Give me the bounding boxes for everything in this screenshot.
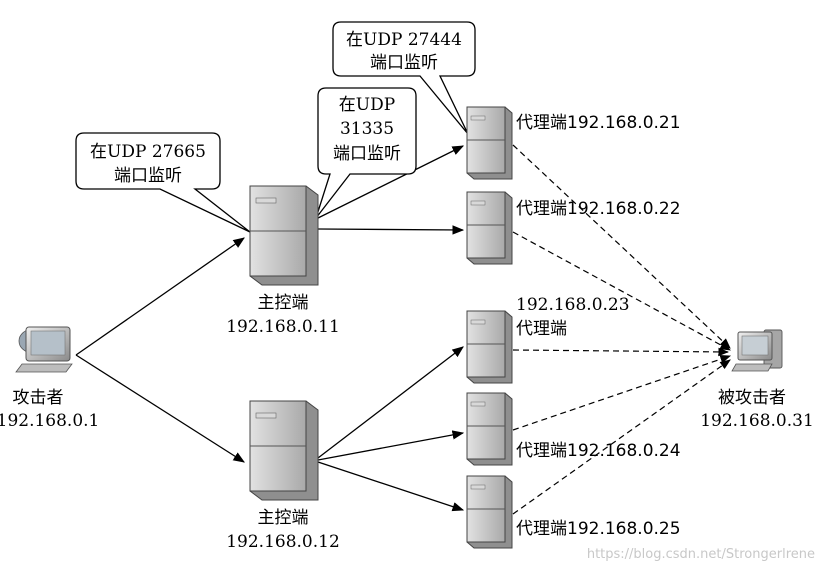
victim-ip: 192.168.0.31 <box>700 411 814 431</box>
agent-23-title: 代理端 <box>516 319 567 339</box>
link-attacker-master2 <box>75 354 245 463</box>
link-master2-agent24 <box>317 430 465 461</box>
agent-server-24-icon <box>466 392 513 466</box>
master-2-title: 主控端 <box>258 508 309 528</box>
attacker-to-master-links <box>75 237 245 463</box>
agent-server-22-icon <box>466 191 513 265</box>
agent-server-21-icon <box>466 106 513 180</box>
master-server-2-icon <box>249 400 319 501</box>
link-master2-agent23 <box>317 346 464 459</box>
attacker-ip: 192.168.0.1 <box>0 411 99 431</box>
link-attacker-master1 <box>75 237 245 356</box>
victim-title: 被攻击者 <box>718 388 786 408</box>
callout-udp-31335: 在UDP 31335 端口监听 <box>315 87 417 219</box>
attacker-title: 攻击者 <box>13 388 64 408</box>
agent-25-label: 代理端192.168.0.25 <box>516 519 681 539</box>
master-1-title: 主控端 <box>258 293 309 313</box>
attacker-computer-icon <box>15 326 73 373</box>
callout-udp-31335-line3: 端口监听 <box>333 144 401 164</box>
agent-24-label: 代理端192.168.0.24 <box>516 441 681 461</box>
callout-udp-27665-line2: 端口监听 <box>114 166 182 186</box>
link-master1-agent21 <box>317 145 465 219</box>
agent-21-label: 代理端192.168.0.21 <box>516 113 681 133</box>
agent-23-ip: 192.168.0.23 <box>516 295 630 315</box>
callout-udp-27444-line1: 在UDP 27444 <box>346 30 462 50</box>
callout-udp-31335-line2: 31335 <box>340 119 394 139</box>
link-agent23-victim <box>512 347 730 357</box>
callout-udp-31335-line1: 在UDP <box>339 95 395 115</box>
link-agent22-victim <box>512 231 731 351</box>
link-master1-agent22 <box>317 225 465 235</box>
master-to-agent-links <box>317 145 465 512</box>
master-server-1-icon <box>249 185 319 286</box>
agent-server-23-icon <box>466 310 513 384</box>
master-2-ip: 192.168.0.12 <box>226 532 340 552</box>
link-agent24-victim <box>512 355 732 431</box>
callout-udp-27444-line2: 端口监听 <box>370 53 438 73</box>
agent-to-victim-links <box>512 144 732 515</box>
callout-udp-27665: 在UDP 27665 端口监听 <box>75 132 251 233</box>
callout-udp-27665-line1: 在UDP 27665 <box>90 142 206 162</box>
agent-server-25-icon <box>466 475 513 549</box>
link-agent25-victim <box>512 359 731 515</box>
victim-computer-icon <box>731 329 783 372</box>
callout-udp-27444: 在UDP 27444 端口监听 <box>332 21 476 135</box>
watermark-url: https://blog.csdn.net/Strongerlrene <box>587 547 815 562</box>
link-master2-agent25 <box>317 461 465 512</box>
agent-22-label: 代理端192.168.0.22 <box>516 199 681 219</box>
master-1-ip: 192.168.0.11 <box>226 317 340 337</box>
link-agent21-victim <box>512 144 731 349</box>
